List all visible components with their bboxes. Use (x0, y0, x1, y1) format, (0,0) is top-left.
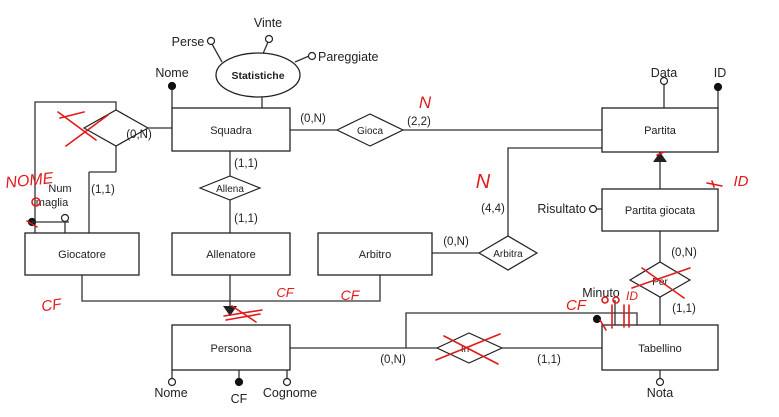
attribute-minuto-label: Minuto (582, 286, 620, 300)
attribute-cf-label: CF (231, 392, 248, 406)
relationship-in-label: In (461, 344, 469, 355)
entity-persona-label: Persona (211, 343, 253, 355)
entity-allenatore-label: Allenatore (206, 249, 256, 261)
annotation-cf-arbitro: CF (341, 287, 361, 303)
entity-partita: Partita (601, 107, 719, 153)
identifier-partita-giocata-marker (706, 180, 723, 188)
entity-squadra-label: Squadra (210, 125, 252, 137)
card-tabellino-per: (1,1) (672, 303, 696, 315)
attribute-perse-label: Perse (172, 35, 205, 49)
relationship-per: Per (628, 261, 692, 298)
attribute-id-label: ID (714, 66, 727, 80)
identifier-tabellino-marks (599, 304, 630, 331)
entity-partita-giocata-label: Partita giocata (625, 205, 696, 217)
card-arbitra-arbitro: (0,N) (443, 236, 469, 248)
strikeout-per-relationship (631, 267, 691, 299)
annotation-n-gioca: N (419, 93, 432, 112)
card-rel-giocatore: (1,1) (91, 184, 115, 196)
attribute-num-maglia-marker (60, 213, 70, 223)
entity-allenatore: Allenatore (171, 232, 291, 276)
card-gioca-partita: (2,2) (407, 116, 431, 128)
card-squadra-allena: (1,1) (234, 158, 258, 170)
attribute-nota-label: Nota (647, 386, 673, 400)
attribute-risultato-label: Risultato (537, 202, 586, 216)
entity-squadra: Squadra (171, 107, 291, 152)
attribute-nome-squadra-label: Nome (155, 66, 188, 80)
annotation-cf-allenatore: CF (276, 285, 294, 300)
attribute-statistiche: Statistiche (215, 52, 301, 98)
scribble-persona-isa (223, 305, 263, 323)
attribute-nota-marker (655, 377, 665, 387)
card-persona-in: (0,N) (380, 354, 406, 366)
attribute-nome-persona-label: Nome (154, 386, 187, 400)
strikeout-giocatore-relationship (57, 111, 109, 147)
relationship-arbitra: Arbitra (477, 235, 539, 271)
card-tabellino-in: (1,1) (537, 354, 561, 366)
entity-partita-giocata: Partita giocata (601, 188, 719, 232)
annotation-cf-tabellino: CF (566, 297, 587, 314)
entity-giocatore: Giocatore (24, 232, 140, 276)
annotation-id-tabellino: ID (626, 289, 638, 303)
card-giocatore-rel: (0,N) (126, 129, 152, 141)
entity-persona: Persona (171, 324, 291, 371)
entity-partita-label: Partita (644, 125, 677, 137)
attribute-data-marker (659, 76, 669, 86)
attribute-perse-marker (206, 36, 216, 46)
attribute-statistiche-label: Statistiche (231, 70, 284, 82)
identifier-giocatore-red-mark (26, 220, 38, 228)
entity-tabellino: Tabellino (601, 324, 719, 371)
attribute-pareggiate-label: Pareggiate (318, 50, 379, 64)
relationship-gioca: Gioca (335, 113, 405, 147)
attribute-cognome-label: Cognome (263, 386, 317, 400)
card-arbitra-partita: (4,4) (481, 203, 505, 215)
attribute-labels: Vinte Perse Pareggiate Nome Data ID Risu… (36, 16, 726, 406)
arrow-tick-partita (656, 151, 665, 156)
cardinality-labels: (0,N) (2,2) (0,N) (1,1) (1,1) (1,1) (0,N… (91, 113, 697, 366)
entity-giocatore-label: Giocatore (58, 249, 106, 261)
strikeout-in-relationship (435, 333, 501, 365)
annotation-id-partita-giocata: ID (734, 173, 749, 190)
attribute-data-label: Data (651, 66, 677, 80)
relationship-per-label: Per (652, 277, 668, 288)
entity-arbitro-label: Arbitro (359, 249, 391, 261)
entity-arbitro: Arbitro (317, 232, 433, 276)
annotation-nome: NOME (5, 170, 55, 192)
attribute-num-label: Num (48, 183, 71, 195)
attribute-nome-persona-marker (167, 377, 177, 387)
card-partitagiocata-per: (0,N) (671, 247, 697, 259)
card-allenatore-allena: (1,1) (234, 213, 258, 225)
attribute-vinte-label: Vinte (254, 16, 282, 30)
attribute-nome-squadra-marker (167, 81, 177, 91)
annotation-n-arbitra: N (476, 171, 491, 193)
entity-tabellino-label: Tabellino (638, 343, 681, 355)
handwritten-annotations: N N NOME ID CF CF CF CF ID (5, 93, 749, 365)
annotation-cf-giocatore: CF (40, 296, 63, 316)
attribute-maglia-label: maglia (36, 197, 69, 209)
attribute-minuto-marker (592, 314, 602, 324)
attribute-risultato-marker (588, 204, 598, 214)
attribute-markers (27, 34, 723, 387)
relationship-gioca-label: Gioca (357, 126, 384, 137)
attribute-cf-marker (234, 377, 244, 387)
attribute-vinte-marker (264, 34, 274, 44)
relationship-arbitra-label: Arbitra (493, 249, 523, 260)
attribute-cognome-marker (282, 377, 292, 387)
card-squadra-gioca: (0,N) (300, 113, 326, 125)
relationship-allena: Allena (198, 175, 262, 201)
relationship-allena-label: Allena (216, 184, 244, 195)
connector-lines (34, 41, 719, 379)
attribute-pareggiate-marker (307, 51, 317, 61)
attribute-id-marker (713, 82, 723, 92)
